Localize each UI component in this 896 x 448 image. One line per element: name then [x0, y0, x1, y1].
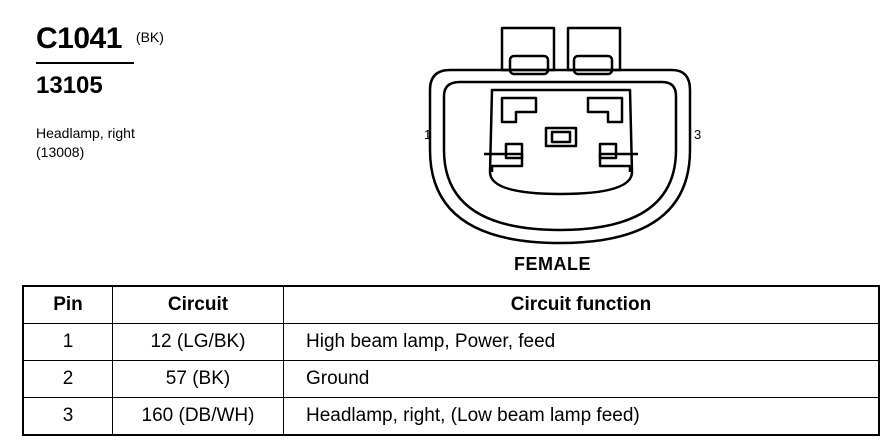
cell-circuit: 12 (LG/BK) [112, 323, 284, 361]
terminal-3 [586, 96, 624, 124]
terminal-cavity [488, 88, 634, 196]
cell-function: High beam lamp, Power, feed [283, 323, 880, 361]
component-number: (13008) [36, 144, 85, 160]
header-pin: Pin [22, 285, 113, 324]
cell-circuit: 160 (DB/WH) [112, 397, 284, 436]
component-name: Headlamp, right [36, 125, 135, 141]
connector-outer-shell [428, 68, 692, 245]
header-circuit: Circuit [112, 285, 284, 324]
header-circuit-function: Circuit function [283, 285, 880, 324]
connector-color: (BK) [135, 29, 164, 45]
table-row: 1 12 (LG/BK) High beam lamp, Power, feed [22, 323, 880, 361]
divider [36, 62, 134, 64]
connector-code: C1041 [36, 22, 122, 55]
cell-pin: 1 [22, 323, 113, 361]
part-number: 13105 [36, 72, 103, 99]
connector-face-diagram [428, 26, 692, 245]
connector-id: C1041 (BK) [36, 22, 164, 56]
table-header-row: Pin Circuit Circuit function [22, 285, 880, 324]
locking-tab-right [566, 26, 622, 72]
cell-circuit: 57 (BK) [112, 360, 284, 398]
table-row: 2 57 (BK) Ground [22, 360, 880, 398]
cell-function: Headlamp, right, (Low beam lamp feed) [283, 397, 880, 436]
pin-label-left: 1 [424, 127, 432, 142]
connector-inner-shell [442, 80, 678, 232]
cell-pin: 2 [22, 360, 113, 398]
pinout-table: Pin Circuit Circuit function 1 12 (LG/BK… [22, 285, 880, 436]
terminal-2 [544, 126, 578, 148]
terminal-1 [500, 96, 538, 124]
cell-pin: 3 [22, 397, 113, 436]
locking-tab-left [500, 26, 556, 72]
table-row: 3 160 (DB/WH) Headlamp, right, (Low beam… [22, 397, 880, 436]
component-description: Headlamp, right (13008) [36, 124, 135, 162]
connector-gender: FEMALE [514, 254, 591, 274]
cell-function: Ground [283, 360, 880, 398]
pin-label-right: 3 [694, 127, 702, 142]
